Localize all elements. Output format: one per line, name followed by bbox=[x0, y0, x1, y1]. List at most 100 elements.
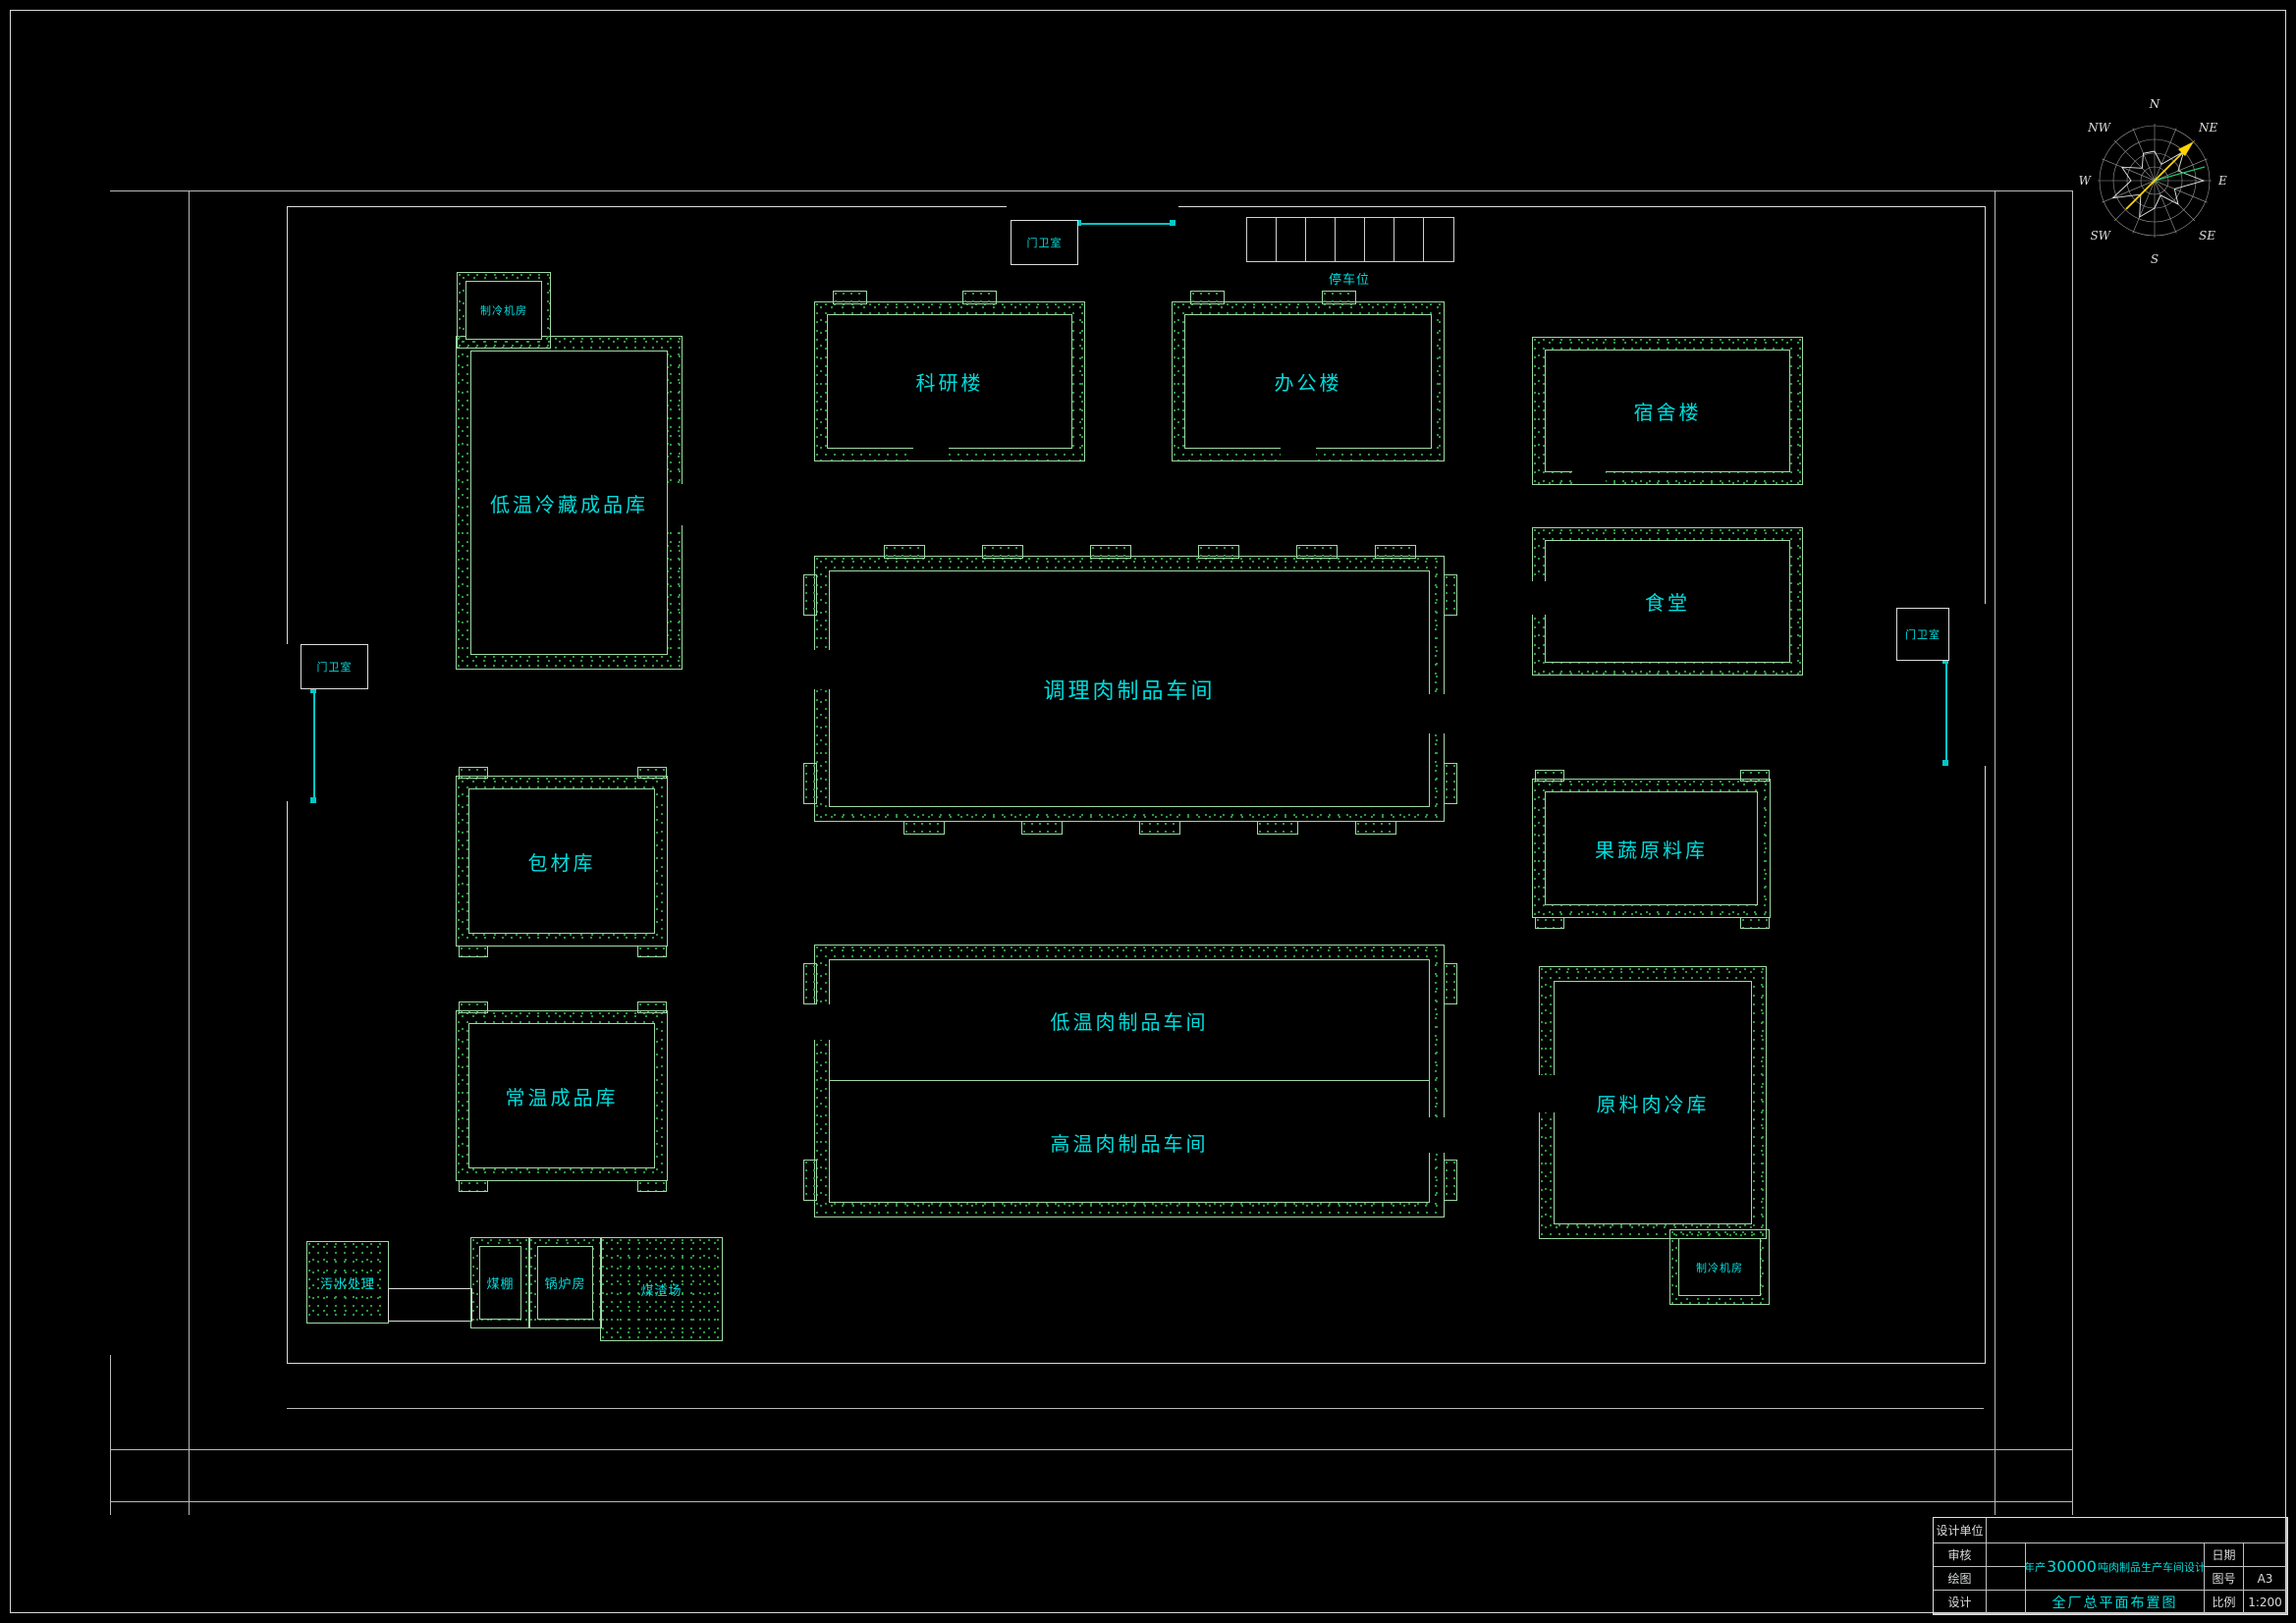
road-line-left bbox=[189, 190, 190, 1515]
wall-pilaster bbox=[884, 545, 925, 559]
building-slag-yard: 煤渣场 bbox=[600, 1237, 723, 1341]
wall-pilaster bbox=[1444, 1160, 1457, 1201]
building-label: 调理肉制品车间 bbox=[1043, 678, 1216, 704]
gatehouse-left-label: 门卫室 bbox=[316, 661, 353, 674]
building-meat-workshops: 低温肉制品车间 高温肉制品车间 bbox=[803, 945, 1457, 1217]
parking-cell bbox=[1247, 218, 1277, 261]
wall-pilaster bbox=[459, 1001, 488, 1013]
title-review-label: 审核 bbox=[1934, 1543, 1987, 1567]
building-label: 污水处理 bbox=[319, 1276, 375, 1292]
wall-pilaster bbox=[833, 291, 867, 304]
building-fruit-veg-warehouse: 果蔬原料库 bbox=[1532, 770, 1771, 929]
building-label: 科研楼 bbox=[915, 371, 984, 395]
building-label: 食堂 bbox=[1645, 591, 1690, 615]
building-canteen: 食堂 bbox=[1532, 527, 1803, 676]
wind-rose-compass: N NE E SE S SW W NW bbox=[2079, 97, 2227, 266]
wall-pilaster bbox=[1535, 770, 1564, 782]
gatehouse-top-label: 门卫室 bbox=[1026, 237, 1063, 249]
left-gate-post-bottom bbox=[310, 797, 316, 803]
wall-pilaster bbox=[803, 1160, 817, 1201]
compass-label-ne: NE bbox=[2198, 121, 2218, 135]
right-gate-line bbox=[1945, 661, 1947, 763]
building-coal-shed: 煤棚 bbox=[470, 1237, 530, 1328]
title-scale-value: 1:200 bbox=[2244, 1591, 2287, 1614]
right-gate-post-top bbox=[1942, 658, 1948, 664]
project-number: 30000 bbox=[2047, 1557, 2097, 1576]
wall-pilaster bbox=[1322, 291, 1356, 304]
building-ambient-warehouse: 常温成品库 bbox=[456, 1001, 668, 1192]
wall-pilaster bbox=[1090, 545, 1131, 559]
wall-pilaster bbox=[962, 291, 997, 304]
project-prefix: 年产 bbox=[2026, 1560, 2047, 1574]
wall-pilaster bbox=[803, 763, 817, 804]
wall-pilaster bbox=[1296, 545, 1338, 559]
wall-pilaster bbox=[637, 1180, 667, 1192]
wall-pilaster bbox=[637, 1001, 667, 1013]
top-gate-post-left bbox=[1075, 220, 1081, 226]
wall-pilaster bbox=[982, 545, 1023, 559]
parking-cell bbox=[1394, 218, 1424, 261]
parking-cell bbox=[1336, 218, 1365, 261]
road-line-left-outer bbox=[110, 1355, 111, 1515]
title-sheet-title: 全厂总平面布置图 bbox=[2026, 1591, 2205, 1614]
fence-gap-left-gate bbox=[281, 644, 293, 801]
wall-pilaster bbox=[1355, 821, 1396, 835]
parking-cell bbox=[1365, 218, 1394, 261]
building-boiler-room: 锅炉房 bbox=[528, 1237, 602, 1328]
road-line-bottom-mid bbox=[110, 1449, 2072, 1450]
building-label: 常温成品库 bbox=[505, 1085, 619, 1109]
door-opening bbox=[1429, 1117, 1445, 1153]
wall-pilaster bbox=[459, 1180, 488, 1192]
road-line-bottom-outer bbox=[110, 1501, 2072, 1502]
wall-pilaster bbox=[637, 946, 667, 957]
wall-pilaster bbox=[1257, 821, 1298, 835]
wall-pilaster bbox=[1740, 770, 1770, 782]
wall-pilaster bbox=[459, 946, 488, 957]
wall-pilaster bbox=[903, 821, 945, 835]
building-label: 制冷机房 bbox=[1696, 1261, 1743, 1274]
wall-pilaster bbox=[1139, 821, 1180, 835]
title-date-label: 日期 bbox=[2205, 1543, 2244, 1567]
wall-pilaster bbox=[1198, 545, 1239, 559]
wall-pilaster bbox=[1444, 763, 1457, 804]
title-sheet-no-value: A3 bbox=[2244, 1567, 2287, 1591]
wall-pilaster bbox=[803, 574, 817, 616]
sheet-border bbox=[10, 10, 2286, 1613]
door-opening bbox=[1572, 470, 1606, 484]
title-date-value bbox=[2244, 1543, 2287, 1567]
compass-label-se: SE bbox=[2199, 229, 2215, 243]
wall-pilaster bbox=[1021, 821, 1063, 835]
gatehouse-left: 门卫室 bbox=[301, 644, 368, 689]
door-opening bbox=[1539, 1075, 1555, 1112]
building-label: 包材库 bbox=[527, 850, 596, 875]
door-opening bbox=[1429, 694, 1445, 733]
top-gate-post-right bbox=[1170, 220, 1175, 226]
parking-cell bbox=[1306, 218, 1336, 261]
left-gate-line bbox=[313, 690, 315, 800]
door-opening bbox=[913, 447, 949, 460]
building-label: 煤渣场 bbox=[640, 1283, 683, 1299]
wall-pilaster bbox=[1375, 545, 1416, 559]
parking-spaces bbox=[1246, 217, 1454, 262]
compass-label-s: S bbox=[2151, 252, 2159, 266]
title-drafting-value bbox=[1987, 1567, 2026, 1591]
door-opening bbox=[1532, 581, 1546, 615]
door-opening bbox=[814, 1004, 830, 1040]
building-refrigeration-room-top: 制冷机房 bbox=[457, 272, 551, 349]
title-review-value bbox=[1987, 1543, 2026, 1567]
building-label: 办公楼 bbox=[1274, 371, 1342, 395]
top-gate-line bbox=[1079, 223, 1172, 225]
workshop-divider-wall bbox=[829, 1080, 1430, 1081]
parking-label: 停车位 bbox=[1328, 273, 1370, 288]
building-label: 煤棚 bbox=[486, 1277, 515, 1292]
title-scale-label: 比例 bbox=[2205, 1591, 2244, 1614]
building-label: 制冷机房 bbox=[480, 304, 527, 317]
compass-label-nw: NW bbox=[2087, 121, 2112, 135]
compass-label-n: N bbox=[2149, 97, 2160, 111]
title-drafting-label: 绘图 bbox=[1934, 1567, 1987, 1591]
building-prepared-meat-workshop: 调理肉制品车间 bbox=[803, 545, 1457, 835]
building-research: 科研楼 bbox=[814, 291, 1085, 461]
building-label: 果蔬原料库 bbox=[1595, 838, 1708, 862]
